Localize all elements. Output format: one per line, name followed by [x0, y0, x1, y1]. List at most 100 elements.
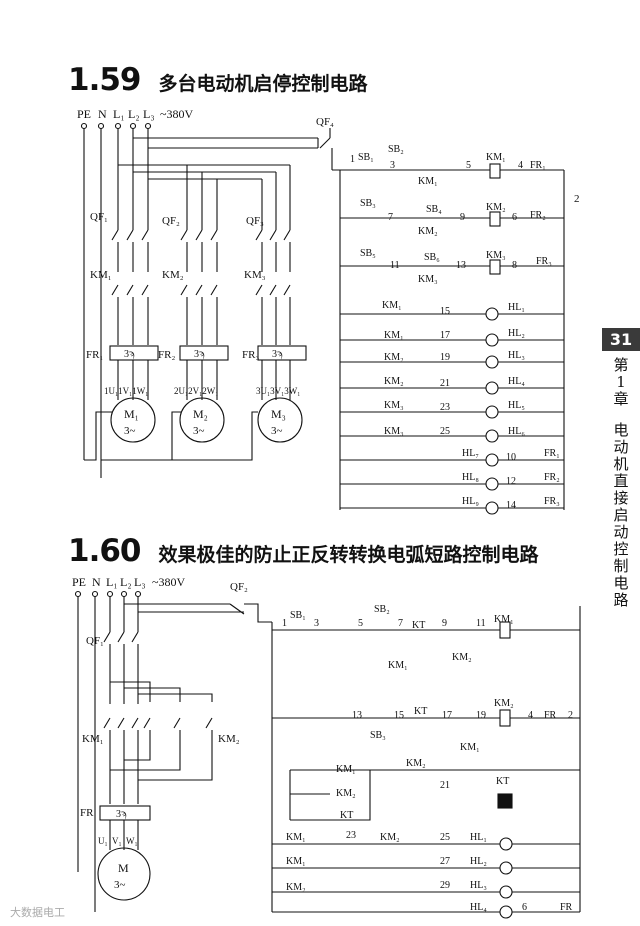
svg-text:KT: KT: [340, 810, 353, 821]
label-m3-terms: 3U₁3V₁3W₁: [256, 386, 300, 396]
svg-text:4: 4: [528, 710, 533, 721]
svg-text:L₃: L₃: [134, 575, 146, 589]
label-l3: L₃: [143, 107, 155, 121]
label-sb2-b: SB₂: [374, 604, 390, 615]
label-l1: L₁: [113, 107, 125, 121]
svg-text:KM₂: KM₂: [384, 352, 404, 363]
svg-text:21: 21: [440, 780, 450, 791]
label-km2-coil-b: KM₂: [494, 698, 514, 709]
indicator-rows-2: [272, 837, 580, 919]
label-km3-coil: KM₃: [486, 250, 506, 261]
svg-text:KM₁: KM₁: [418, 176, 438, 187]
label-kt-2: KT: [414, 706, 427, 717]
section-1-title: 多台电动机启停控制电路: [158, 73, 368, 95]
label-hl7: HL₇: [462, 448, 479, 459]
label-kt-1: KT: [412, 620, 425, 631]
svg-text:14: 14: [506, 500, 516, 511]
svg-text:FR₃: FR₃: [544, 496, 560, 507]
label-qf2: QF₂: [162, 215, 180, 227]
svg-text:FR₂: FR₂: [544, 472, 560, 483]
svg-text:3ϡ: 3ϡ: [272, 349, 283, 360]
svg-text:11: 11: [390, 260, 400, 271]
svg-text:FR: FR: [544, 710, 557, 721]
svg-text:7: 7: [388, 212, 393, 223]
label-fr1-ctrl: FR₁: [530, 160, 546, 171]
section-2-heading: 1.60 效果极佳的防止正反转转换电弧短路控制电路: [68, 533, 539, 569]
svg-text:5: 5: [358, 618, 363, 629]
svg-text:15: 15: [440, 306, 450, 317]
label-hl4-b: HL₄: [470, 902, 487, 913]
svg-text:KM₃: KM₃: [384, 426, 404, 437]
svg-text:KM₁: KM₁: [382, 300, 402, 311]
svg-text:KM₂: KM₂: [406, 758, 426, 769]
svg-text:U₁: U₁: [98, 836, 108, 846]
label-qf1: QF₁: [90, 211, 108, 223]
svg-text:KM₁: KM₁: [286, 832, 306, 843]
label-km1-main: KM₁: [90, 269, 112, 281]
svg-text:3~: 3~: [114, 879, 126, 891]
label-m1-terms: 1U₁1V₁1W₁: [104, 386, 148, 396]
chapter-title: 电动机直接启动控制电路: [613, 421, 629, 609]
svg-text:2: 2: [568, 710, 573, 721]
section-2-title: 效果极佳的防止正反转转换电弧短路控制电路: [158, 544, 539, 566]
svg-text:PE: PE: [72, 575, 86, 589]
svg-text:M₂: M₂: [193, 407, 208, 421]
svg-text:13: 13: [456, 260, 466, 271]
section-1-heading: 1.59 多台电动机启停控制电路: [68, 62, 368, 98]
label-kt-coil: KT: [496, 776, 509, 787]
svg-text:19: 19: [476, 710, 486, 721]
motor-m1: [110, 397, 156, 443]
label-km2-coil: KM₂: [486, 202, 506, 213]
svg-text:~380V: ~380V: [152, 575, 185, 589]
svg-text:KM₁: KM₁: [336, 764, 356, 775]
label-qf1-b: QF₁: [86, 635, 104, 647]
svg-text:3~: 3~: [271, 425, 283, 437]
svg-text:KM₁: KM₁: [460, 742, 480, 753]
label-sb5: SB₅: [360, 248, 376, 259]
svg-text:W₁: W₁: [126, 836, 138, 846]
label-hl1-b: HL₁: [470, 832, 487, 843]
label-hl2: HL₂: [508, 328, 525, 339]
label-hl5: HL₅: [508, 400, 525, 411]
svg-text:29: 29: [440, 880, 450, 891]
svg-text:L₁: L₁: [106, 575, 118, 589]
label-fr3: FR₃: [242, 349, 259, 361]
label-voltage: ~380V: [160, 107, 193, 121]
label-qf3: QF₃: [246, 215, 264, 227]
svg-text:17: 17: [440, 330, 450, 341]
chapter-sidebar: 31 第1章 电动机直接启动控制电路: [602, 328, 640, 609]
label-km1-coil-b: KM₁: [494, 614, 514, 625]
label-qf2-b: QF₂: [230, 581, 248, 593]
label-fr3-ctrl: FR₃: [536, 256, 552, 267]
label-sb4: SB₄: [426, 204, 442, 215]
svg-text:3ϡ: 3ϡ: [194, 349, 205, 360]
label-qf4: QF₄: [316, 116, 334, 128]
svg-text:25: 25: [440, 832, 450, 843]
svg-text:17: 17: [442, 710, 452, 721]
label-hl8: HL₈: [462, 472, 479, 483]
label-hl3: HL₃: [508, 350, 525, 361]
svg-text:23: 23: [440, 402, 450, 413]
label-km1-coil: KM₁: [486, 152, 506, 163]
svg-text:3ϡ: 3ϡ: [124, 349, 135, 360]
label-hl4: HL₄: [508, 376, 525, 387]
svg-text:KM₁: KM₁: [286, 856, 306, 867]
svg-text:12: 12: [506, 476, 516, 487]
label-hl2-b: HL₂: [470, 856, 487, 867]
svg-text:FR₁: FR₁: [544, 448, 560, 459]
motor-m: [97, 847, 151, 901]
svg-text:13: 13: [352, 710, 362, 721]
svg-text:6: 6: [522, 902, 527, 913]
svg-text:6: 6: [512, 212, 517, 223]
svg-text:M₁: M₁: [124, 407, 139, 421]
svg-text:KM₂: KM₂: [418, 226, 438, 237]
chapter-label: 第1章: [613, 356, 629, 408]
label-pe: PE: [77, 107, 91, 121]
label-fr2-ctrl: FR₂: [530, 210, 546, 221]
section-2-number: 1.60: [68, 533, 141, 569]
svg-text:KM₁: KM₁: [388, 660, 408, 671]
page-number: 31: [602, 328, 640, 351]
svg-text:21: 21: [440, 378, 450, 389]
svg-text:3: 3: [390, 160, 395, 171]
svg-text:7: 7: [398, 618, 403, 629]
